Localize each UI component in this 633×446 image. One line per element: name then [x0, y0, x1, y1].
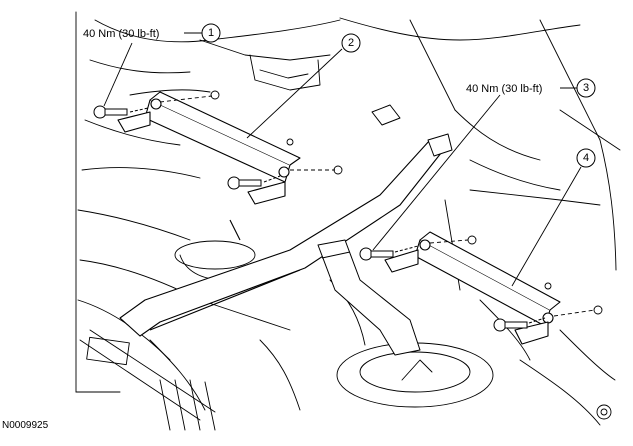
callout-2-number: 2 [348, 37, 354, 49]
callout-2: 2 [341, 33, 361, 53]
callout-4: 4 [576, 148, 596, 168]
vehicle-body-linework [75, 11, 621, 431]
callout-3-circle [576, 78, 596, 98]
bolt-upper-left [93, 105, 149, 119]
bolt-center [359, 245, 419, 261]
callout-1: 40 Nm (30 lb-ft) 1 [83, 23, 221, 43]
callout-1-number: 1 [208, 27, 214, 39]
callout-4-circle [576, 148, 596, 168]
callout-1-torque-label: 40 Nm (30 lb-ft) [83, 28, 159, 40]
left-bracket [117, 91, 301, 205]
center-strap [317, 104, 453, 356]
fastener-holes [159, 90, 603, 317]
callout-4-number: 4 [583, 152, 589, 164]
callout-3-number: 3 [583, 82, 589, 94]
figure-id: N0009925 [2, 420, 49, 431]
bolt-lower-right [493, 317, 546, 332]
leader-lines [103, 32, 582, 287]
bolt-lower-left [227, 175, 281, 190]
callout-3-torque-label: 40 Nm (30 lb-ft) [466, 83, 542, 95]
callout-1-circle [201, 23, 221, 43]
callout-2-circle [341, 33, 361, 53]
callout-3: 40 Nm (30 lb-ft) 3 [466, 78, 596, 98]
right-bracket [384, 231, 561, 345]
